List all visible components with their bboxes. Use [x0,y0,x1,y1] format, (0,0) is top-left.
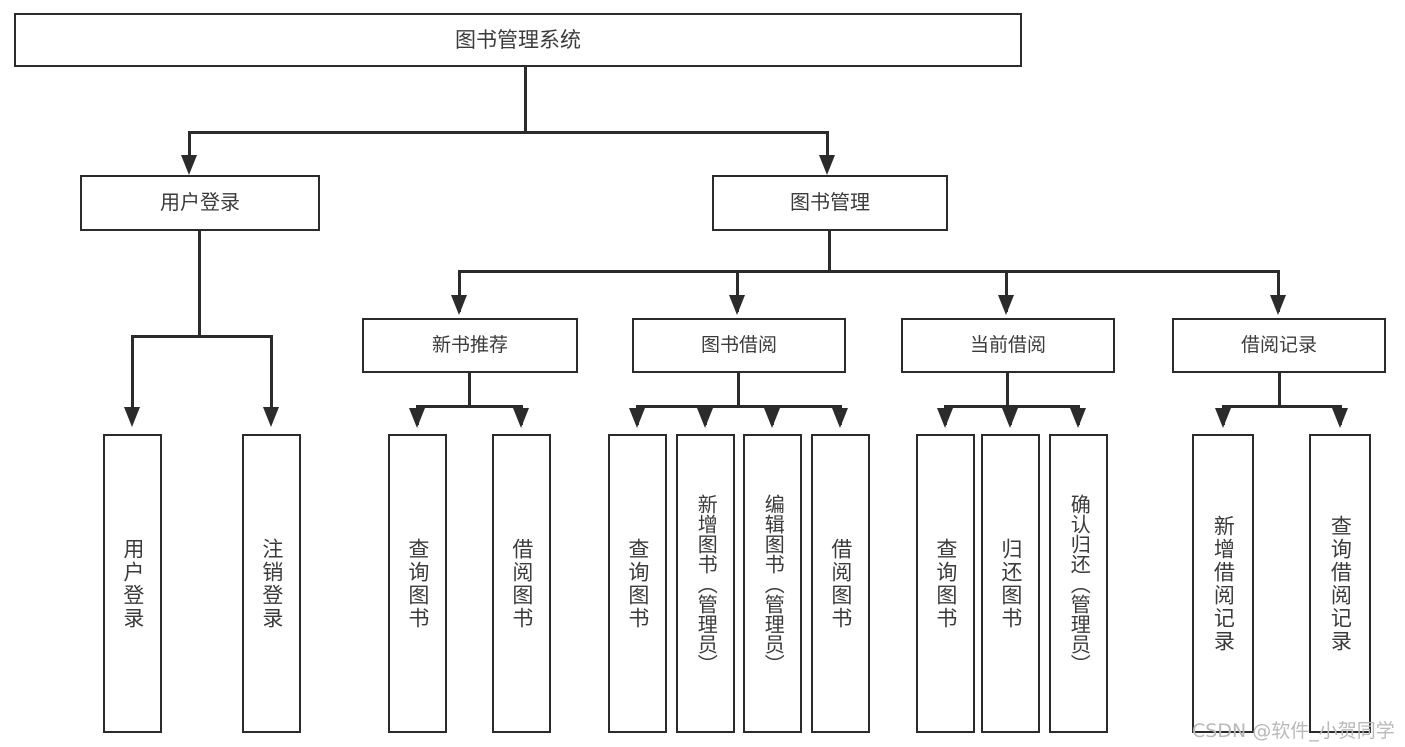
node-label: 借阅图书 [509,537,534,630]
node-user-login[interactable]: 用户登录 [80,175,320,231]
connector-user-login-bar [131,335,273,338]
node-label: 新书推荐 [431,334,508,357]
node-label: 新增借阅记录 [1211,514,1236,653]
node-label: 归还图书 [998,537,1023,630]
arrowhead-borrow-record [1270,295,1286,315]
arrowhead-edit-book [764,408,780,428]
arrowhead-current-borrow [998,295,1014,315]
arrowhead-book-borrow [729,295,745,315]
connector-book-manage-bar [458,270,1280,273]
connector-current-borrow-stem [1006,373,1009,408]
arrowhead-query-borrow-record [1332,408,1348,428]
arrowhead-add-borrow-record [1215,408,1231,428]
node-label: 新增图书（管理员） [694,493,719,674]
connector-borrow-record-bar [1222,405,1342,408]
connector-to-new-book-recommend [458,270,461,312]
connector-borrow-record-stem [1278,373,1281,408]
node-leaf-user-login[interactable]: 用户登录 [103,434,162,733]
node-label: 编辑图书（管理员） [761,493,786,674]
connector-root-bar [188,131,829,134]
arrowhead-query-book-1 [409,408,425,428]
arrowhead-query-book-2 [629,408,645,428]
node-leaf-borrow-book-1[interactable]: 借阅图书 [492,434,551,733]
node-label: 查询借阅记录 [1328,514,1353,653]
node-leaf-query-borrow-record[interactable]: 查询借阅记录 [1309,434,1371,733]
node-label: 确认归还（管理员） [1067,493,1092,674]
connector-user-login-stem [198,231,201,337]
node-label: 图书管理 [790,190,870,215]
connector-root-to-book-manage [826,131,829,158]
node-leaf-borrow-book-2[interactable]: 借阅图书 [811,434,870,733]
node-leaf-return-book[interactable]: 归还图书 [981,434,1040,733]
node-leaf-add-book[interactable]: 新增图书（管理员） [676,434,735,733]
node-leaf-edit-book[interactable]: 编辑图书（管理员） [743,434,802,733]
arrowhead-to-user-login [181,155,197,175]
connector-to-borrow-record [1277,270,1280,312]
arrowhead-leaf-user-login [124,407,140,427]
connector-root-to-user-login [188,131,191,158]
connector-book-manage-stem [828,231,831,272]
node-label: 查询图书 [625,537,650,630]
arrowhead-return-book [1002,408,1018,428]
node-label: 当前借阅 [969,334,1046,357]
node-label: 借阅记录 [1240,334,1317,357]
node-leaf-logout-login[interactable]: 注销登录 [242,434,301,733]
node-label: 注销登录 [259,537,284,630]
connector-to-book-borrow [736,270,739,312]
node-borrow-record[interactable]: 借阅记录 [1172,318,1386,373]
connector-root-stem [524,67,527,133]
node-leaf-query-book-3[interactable]: 查询图书 [916,434,975,733]
arrowhead-query-book-3 [937,408,953,428]
connector-book-borrow-bar [636,405,842,408]
node-label: 用户登录 [160,190,240,215]
node-label: 查询图书 [405,537,430,630]
connector-user-login-child-1 [131,335,134,410]
node-label: 图书借阅 [700,334,777,357]
node-label: 查询图书 [933,537,958,630]
node-root-book-management-system[interactable]: 图书管理系统 [14,13,1022,67]
arrowhead-confirm-return [1070,408,1086,428]
connector-new-book-stem [468,373,471,408]
arrowhead-borrow-book-1 [513,408,529,428]
connector-current-borrow-bar [944,405,1080,408]
arrowhead-to-book-manage [819,155,835,175]
node-leaf-query-book-1[interactable]: 查询图书 [388,434,447,733]
arrowhead-leaf-logout-login [263,407,279,427]
arrowhead-new-book-recommend [451,295,467,315]
arrowhead-borrow-book-2 [832,408,848,428]
connector-book-borrow-stem [737,373,740,408]
connector-new-book-bar [416,405,523,408]
connector-user-login-child-2 [270,335,273,410]
node-label: 图书管理系统 [455,27,581,52]
node-new-book-recommend[interactable]: 新书推荐 [362,318,578,373]
node-book-borrow[interactable]: 图书借阅 [632,318,846,373]
node-book-management[interactable]: 图书管理 [712,175,948,231]
arrowhead-add-book [697,408,713,428]
node-label: 借阅图书 [828,537,853,630]
node-leaf-confirm-return[interactable]: 确认归还（管理员） [1049,434,1108,733]
connector-to-current-borrow [1005,270,1008,312]
node-leaf-add-borrow-record[interactable]: 新增借阅记录 [1192,434,1254,733]
node-current-borrow[interactable]: 当前借阅 [901,318,1115,373]
node-label: 用户登录 [120,537,145,630]
node-leaf-query-book-2[interactable]: 查询图书 [608,434,667,733]
